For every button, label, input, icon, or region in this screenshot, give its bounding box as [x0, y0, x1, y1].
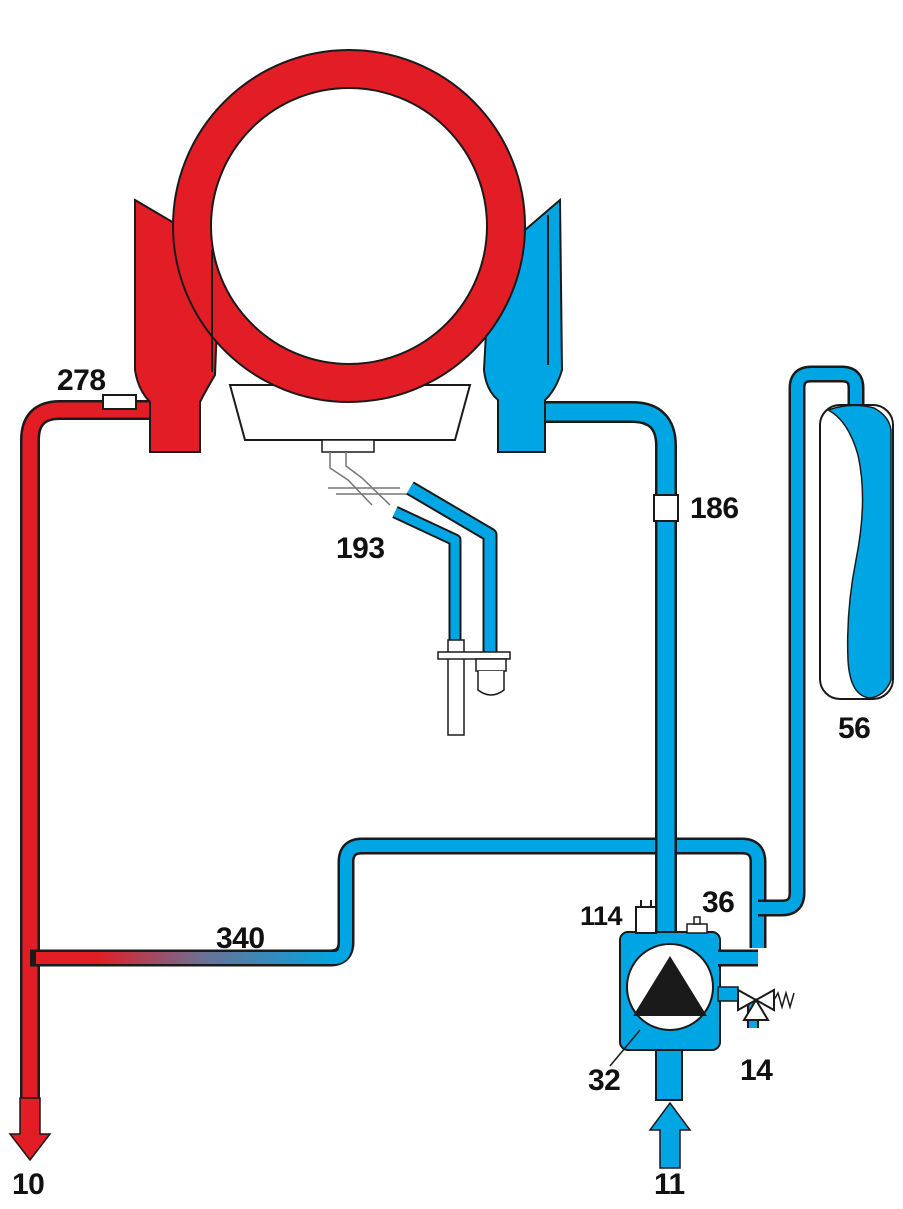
pump-32: [609, 931, 758, 1101]
expansion-vessel-56: [819, 404, 894, 700]
bypass-pipe: [30, 837, 767, 967]
return-pipe: [540, 401, 677, 945]
label-14: 14: [740, 1054, 773, 1087]
label-32: 32: [588, 1064, 621, 1097]
arrow-up-icon: [648, 1101, 692, 1169]
arrow-down-icon: [8, 1097, 52, 1162]
temperature-sensor-186: [653, 494, 679, 522]
label-56: 56: [838, 712, 871, 745]
label-114: 114: [580, 901, 623, 931]
safety-valve-icon: [737, 988, 795, 1028]
label-340: 340: [216, 922, 265, 955]
expansion-pipe: [758, 365, 865, 917]
heat-exchanger: [134, 49, 564, 453]
flow-pipe: [20, 400, 180, 1098]
label-36: 36: [702, 886, 735, 919]
label-278: 278: [57, 364, 106, 397]
label-10: 10: [12, 1168, 45, 1201]
label-186: 186: [690, 492, 739, 525]
automatic-air-vent-36: [686, 916, 708, 934]
label-193: 193: [336, 532, 385, 565]
label-11: 11: [654, 1168, 685, 1201]
dhw-exchanger-193: [321, 439, 511, 736]
air-vent-278: [102, 394, 137, 410]
pressure-switch-114: [635, 900, 657, 934]
pump-triangle-icon: [633, 956, 707, 1016]
